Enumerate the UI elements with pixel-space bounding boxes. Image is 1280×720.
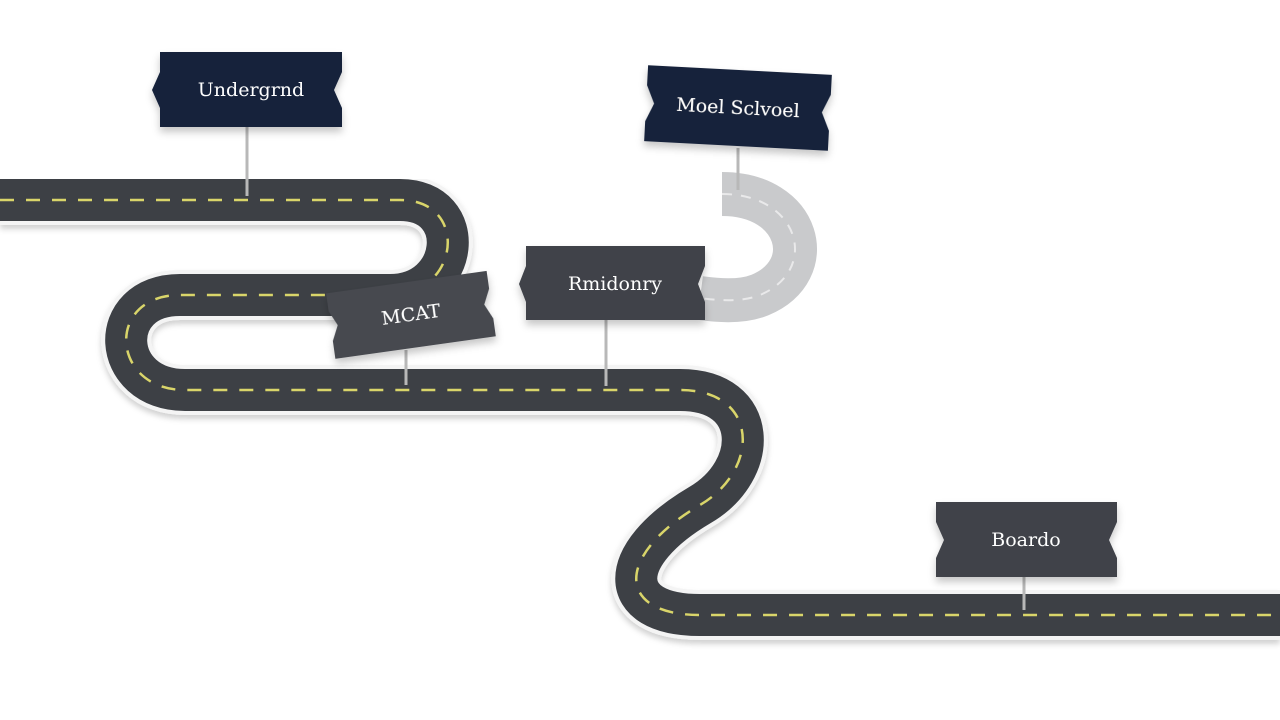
sign-med-school: Moel Sclvoel: [644, 65, 832, 151]
sign-undergrad: Undergrnd: [152, 52, 342, 127]
label-boards: Boardo: [991, 529, 1060, 551]
label-undergrad: Undergrnd: [198, 79, 304, 101]
sign-residency: Rmidonry: [519, 246, 705, 320]
sign-poles: [245, 125, 1026, 610]
label-residency: Rmidonry: [568, 273, 662, 295]
sign-mcat: MCAT: [326, 270, 496, 359]
main-road: [0, 175, 1280, 640]
sign-boards: Boardo: [936, 502, 1117, 577]
side-road-loop: [697, 172, 817, 323]
